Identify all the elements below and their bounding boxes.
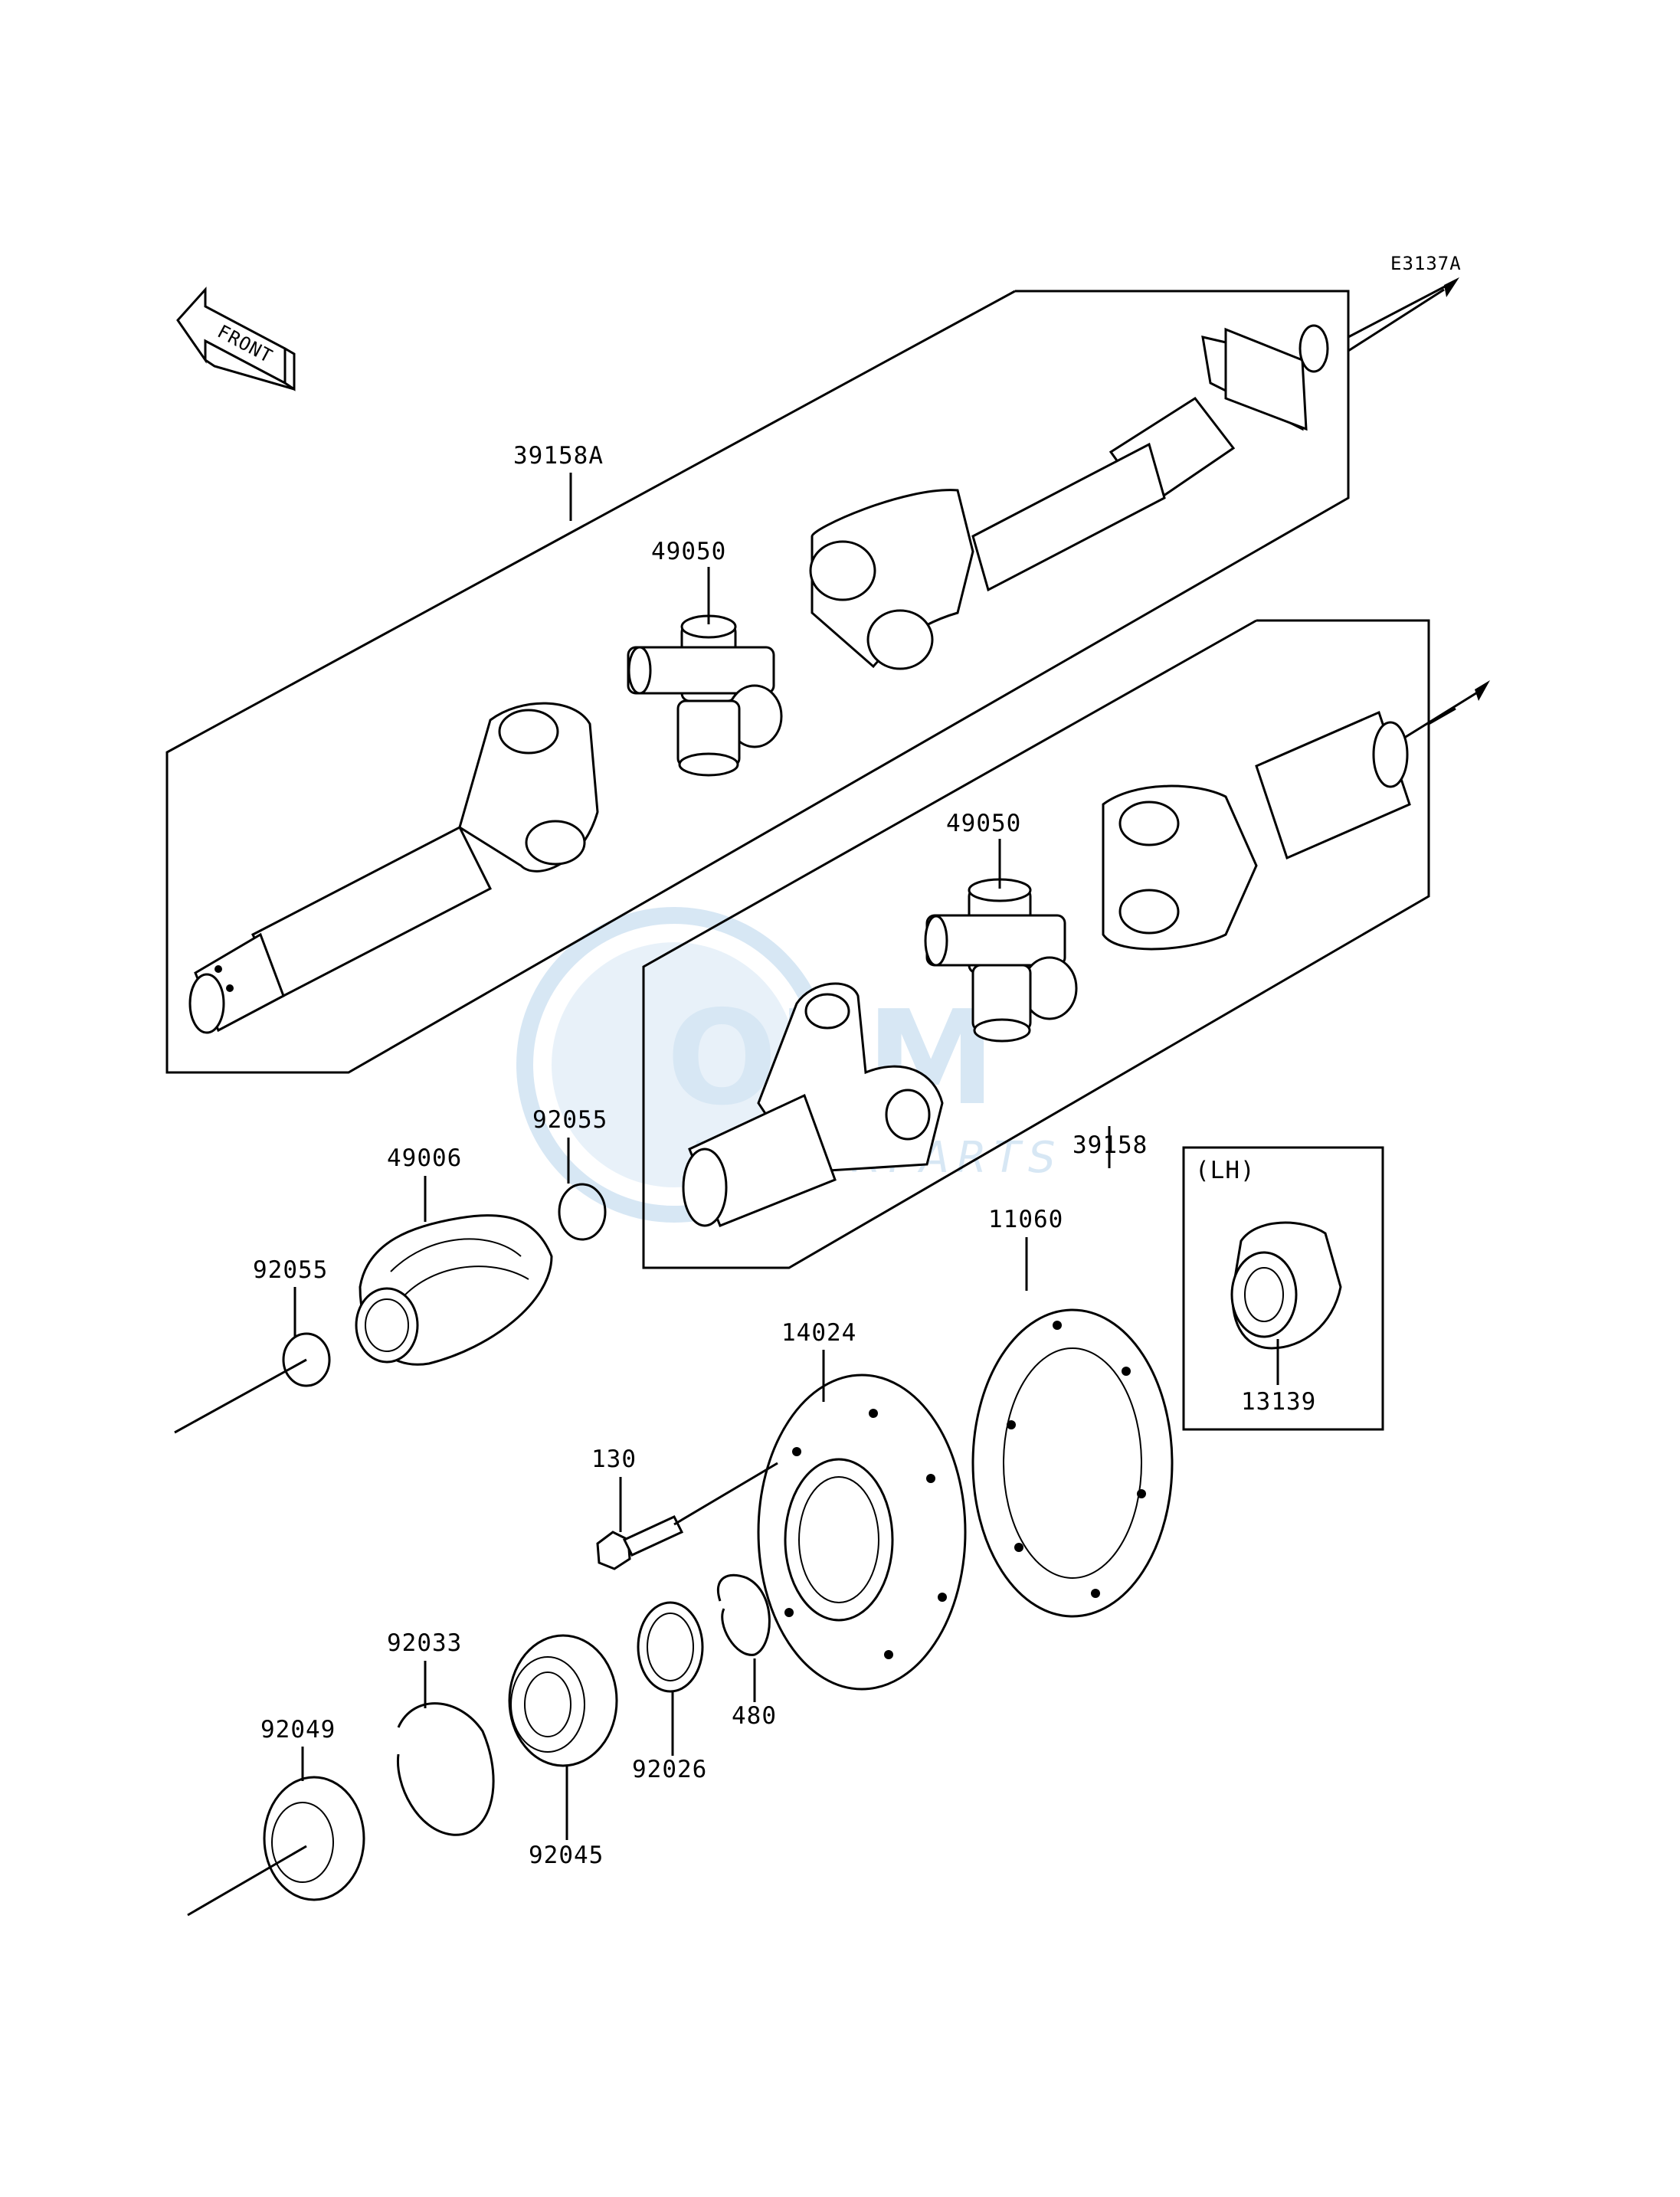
label-92055-lower: 92055 (253, 1256, 328, 1284)
left-stub-shaft (188, 702, 599, 1034)
label-49050-top: 49050 (651, 538, 726, 565)
inset-label: (LH) (1195, 1157, 1256, 1184)
label-39158A: 39158A (513, 442, 604, 470)
label-130: 130 (591, 1446, 637, 1473)
label-11060: 11060 (988, 1206, 1063, 1233)
lower-right-shaft (1102, 710, 1411, 951)
label-92045: 92045 (529, 1842, 604, 1869)
frame-39158 (642, 619, 1490, 1269)
label-92033: 92033 (387, 1629, 462, 1657)
boot (355, 1214, 553, 1366)
axis-line-bottom-left (187, 1845, 307, 1917)
bearing (508, 1634, 618, 1767)
o-ring-lower (282, 1332, 331, 1387)
snap-ring (717, 1573, 771, 1656)
lower-left-yoke (682, 982, 944, 1227)
watermark-globe-fill (552, 942, 797, 1187)
front-arrow-icon: FRONT (176, 286, 296, 391)
leader-bolt-axis (673, 1462, 778, 1526)
gasket (971, 1308, 1174, 1618)
oil-seal (263, 1776, 365, 1901)
label-49006: 49006 (387, 1144, 462, 1172)
circlip (396, 1702, 495, 1836)
label-92055-upper: 92055 (532, 1106, 607, 1134)
label-13139: 13139 (1241, 1388, 1316, 1416)
frame-39158A (165, 277, 1459, 1074)
bolt (596, 1515, 684, 1570)
label-92026: 92026 (632, 1756, 707, 1783)
label-480: 480 (732, 1702, 777, 1730)
label-14024: 14024 (781, 1319, 856, 1347)
inset-lh: (LH) 13139 (1182, 1146, 1384, 1431)
housing (757, 1374, 967, 1691)
axis-line-lower-left (174, 1358, 307, 1434)
label-92049: 92049 (260, 1716, 336, 1744)
shim (637, 1601, 704, 1693)
label-49050-bottom: 49050 (946, 810, 1021, 837)
o-ring-upper (558, 1183, 607, 1241)
universal-joint-lower (924, 878, 1078, 1043)
upper-shaft (809, 324, 1329, 670)
universal-joint-upper (627, 614, 783, 777)
diagram-code: E3137A (1390, 253, 1462, 274)
